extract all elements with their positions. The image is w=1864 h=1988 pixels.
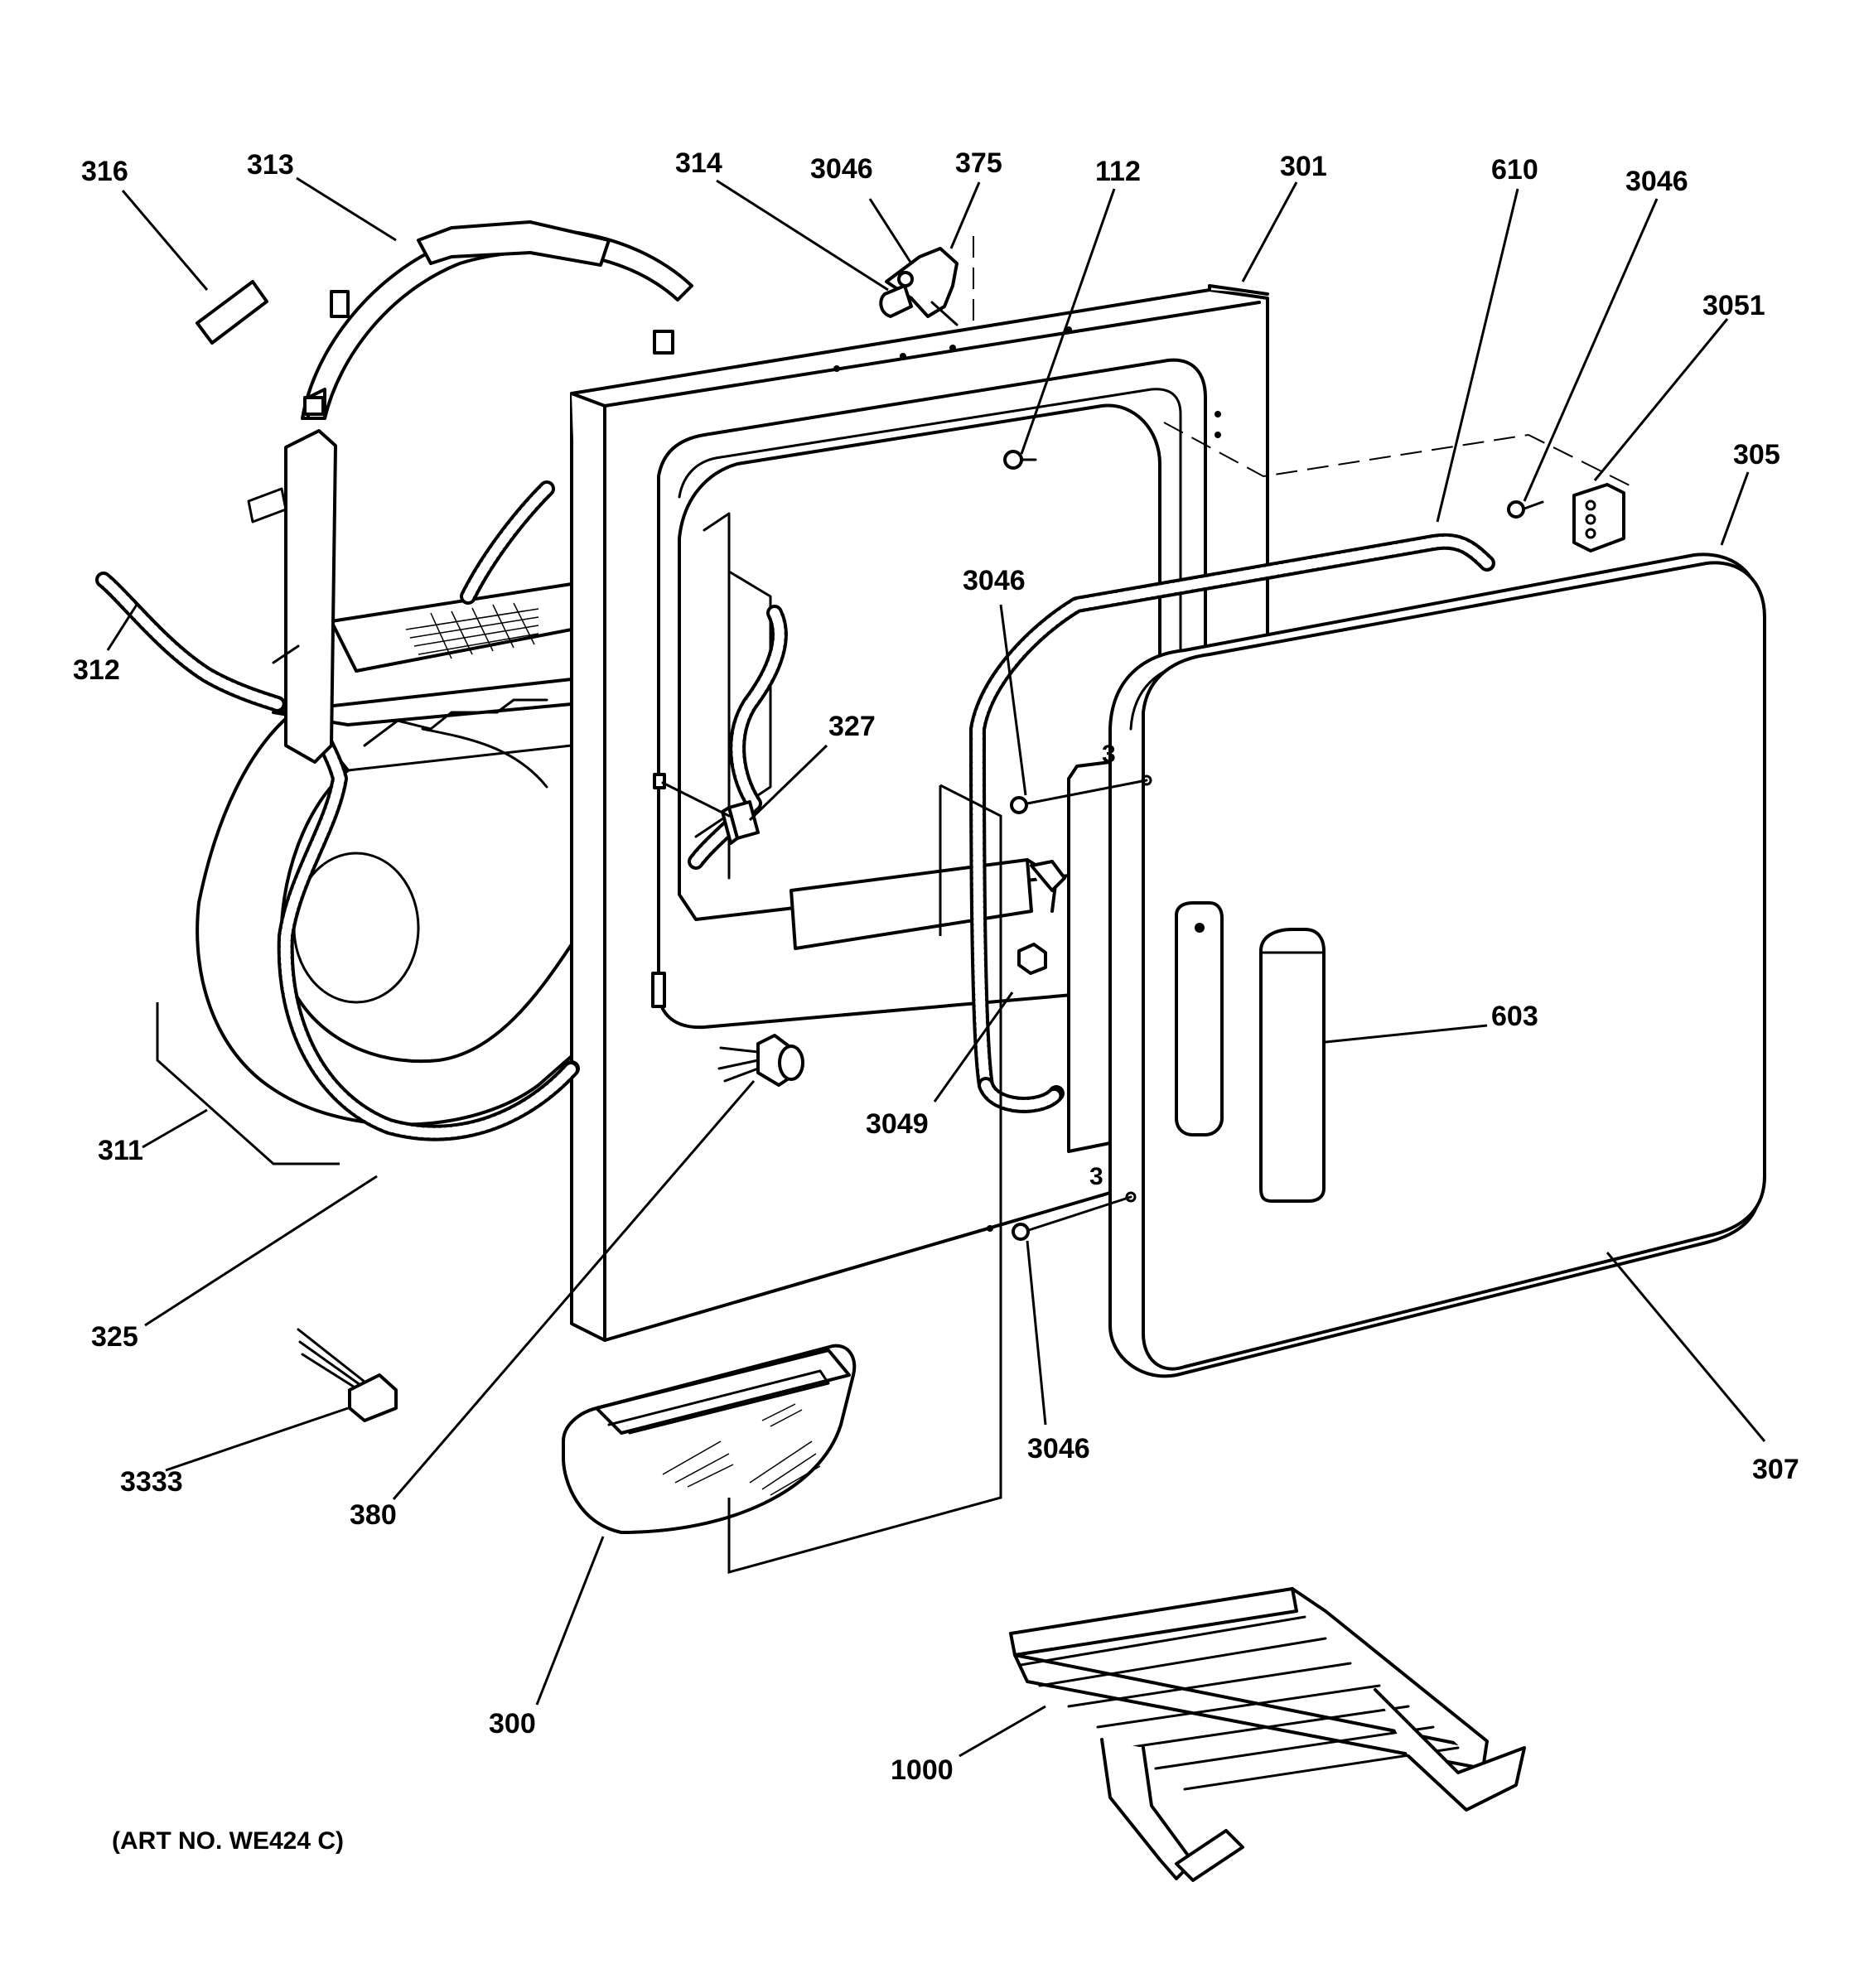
leader-312: [106, 604, 138, 651]
leader-327: [748, 744, 828, 822]
svg-text:3: 3: [1089, 1163, 1103, 1190]
part-3046-door-screws: [1010, 779, 1148, 1241]
leader-325: [144, 1175, 378, 1327]
leader-3046c: [999, 604, 1027, 796]
filter-bracket-line: [727, 784, 1002, 1574]
leader-3333: [165, 1407, 349, 1472]
part-305-door: 3 3: [1067, 552, 1766, 1378]
callout-327: 327: [828, 711, 876, 742]
part-375-lamp-socket: [879, 247, 959, 326]
callout-112: 112: [1095, 156, 1141, 187]
leader-1000: [959, 1705, 1046, 1758]
part-300-lint-filter: [562, 1344, 857, 1534]
leader-380: [392, 1080, 756, 1500]
leader-lines: [106, 176, 1766, 1758]
callout-307: 307: [1752, 1454, 1799, 1485]
leader-311: [142, 1108, 208, 1149]
callout-603: 603: [1491, 1001, 1538, 1032]
callout-316: 316: [81, 156, 128, 187]
part-112-bumper: [1003, 450, 1037, 470]
leader-300: [535, 1536, 605, 1706]
part-610-door-gasket: [969, 533, 1495, 1113]
callout-3046-lamp: 3046: [810, 153, 873, 185]
leader-307: [1606, 1252, 1766, 1442]
callout-301: 301: [1280, 151, 1327, 182]
callout-311: 311: [98, 1135, 143, 1166]
leader-313: [296, 176, 397, 242]
leader-3049: [933, 992, 1014, 1103]
leader-112: [1020, 188, 1116, 455]
leader-3046a: [868, 198, 913, 264]
callout-305: 305: [1733, 439, 1780, 470]
leader-3046b: [1523, 198, 1659, 502]
art-number: (ART NO. WE424 C): [112, 1827, 344, 1855]
svg-text:3: 3: [1102, 741, 1116, 768]
callout-1000: 1000: [891, 1754, 954, 1786]
callout-3046-hinge: 3046: [1625, 166, 1688, 197]
leader-301: [1241, 181, 1298, 282]
leader-305: [1720, 471, 1750, 546]
callout-300: 300: [489, 1708, 536, 1740]
callout-3046-door-bottom: 3046: [1027, 1433, 1090, 1464]
part-325-bulkhead-seal: [247, 429, 580, 1141]
leader-610: [1436, 188, 1519, 523]
callout-3051: 3051: [1702, 290, 1765, 321]
callout-3046-door-top: 3046: [963, 565, 1026, 596]
leader-316: [121, 190, 209, 291]
part-603-handle: [1259, 928, 1326, 1203]
callout-375: 375: [955, 147, 1002, 179]
callout-labels: 316 313 314 3046 375 112 301 610 3046 30…: [73, 147, 1799, 1855]
part-3333-harness: [297, 1328, 398, 1422]
leader-603: [1325, 1024, 1488, 1044]
callout-313: 313: [247, 149, 294, 181]
callout-314: 314: [675, 147, 722, 179]
part-380-door-switch: [717, 1034, 804, 1087]
part-313-bracket: [301, 220, 693, 420]
part-312-felt-seal: [95, 480, 555, 712]
part-311-bulkhead: [196, 582, 573, 1127]
callout-312: 312: [73, 654, 120, 686]
part-3051-hinge: [1507, 483, 1625, 552]
leader-3046d: [1026, 1240, 1047, 1426]
leader-375: [949, 181, 981, 249]
hinge-dash-line: [1163, 422, 1637, 490]
leader-3051: [1593, 318, 1729, 481]
callout-3049: 3049: [866, 1108, 929, 1140]
callout-610: 610: [1491, 154, 1538, 186]
part-327-clip: [661, 605, 788, 870]
leader-314: [716, 179, 889, 292]
callout-380: 380: [350, 1499, 397, 1531]
callout-3333: 3333: [120, 1466, 183, 1498]
part-1000-drying-rack: [1009, 1587, 1526, 1882]
part-3049-strike: [1017, 943, 1047, 975]
callout-325: 325: [91, 1321, 138, 1353]
part-316-strip: [196, 280, 268, 345]
bracket-311: [156, 1002, 340, 1165]
